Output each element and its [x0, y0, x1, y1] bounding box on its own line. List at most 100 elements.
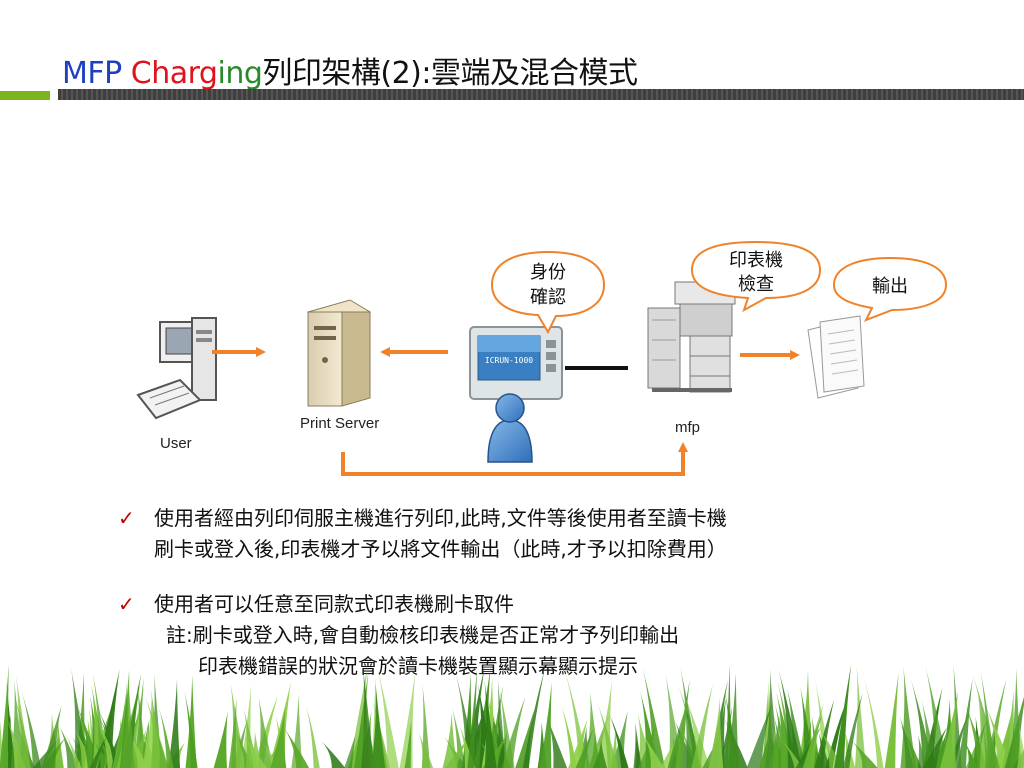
page-title: MFP Charging列印架構(2):雲端及混合模式 — [62, 56, 638, 92]
grass-blade — [540, 682, 552, 768]
grass-blade — [522, 670, 545, 768]
grass-blade — [159, 708, 174, 768]
grass-blade — [684, 695, 711, 768]
grass-blade — [768, 715, 780, 768]
grass-blade — [592, 740, 608, 768]
grass-blade — [452, 707, 466, 768]
grass-blade — [546, 716, 568, 768]
grass-blade — [724, 664, 731, 768]
bullet-item: ✓ 使用者可以任意至同款式印表機刷卡取件 — [118, 589, 918, 620]
grass-blade — [361, 666, 375, 768]
bullet2-line1: 使用者可以任意至同款式印表機刷卡取件 — [154, 592, 514, 616]
bubble-check-line1: 印表機 — [729, 250, 783, 271]
grass-blade — [778, 669, 803, 768]
grass-blade — [404, 721, 412, 768]
grass-blade — [854, 666, 866, 768]
title-accent-dark — [58, 89, 1024, 100]
grass-blade — [786, 687, 806, 768]
grass-blade — [242, 735, 268, 768]
grass-blade — [965, 742, 978, 768]
grass-blade — [675, 679, 690, 768]
title-ing: ing — [217, 56, 263, 91]
grass-blade — [484, 680, 497, 768]
grass-blade — [727, 673, 739, 768]
grass-blade — [168, 679, 181, 768]
bubble-check-line2: 檢查 — [738, 274, 774, 295]
bubble-output-text: 輸出 — [872, 276, 908, 297]
grass-blade — [478, 684, 496, 768]
grass-blade — [213, 711, 228, 768]
grass-blade — [371, 684, 386, 768]
title-chinese: 列印架構(2):雲端及混合模式 — [262, 56, 638, 91]
bullet2-note1: 註:刷卡或登入時,會自動檢核印表機是否正常才予列印輸出 — [166, 623, 680, 647]
grass-blade — [144, 694, 169, 768]
print-server-icon — [306, 299, 372, 407]
bullet-list: ✓ 使用者經由列印伺服主機進行列印,此時,文件等後使用者至讀卡機 刷卡或登入後,… — [118, 503, 918, 682]
grass-blade — [746, 703, 773, 768]
title-charg: Charg — [130, 56, 218, 91]
grass-blade — [637, 713, 654, 768]
grass-blade — [884, 672, 899, 768]
grass-blade — [467, 668, 478, 768]
check-icon: ✓ — [118, 506, 135, 530]
bubble-printer-check: 印表機 檢查 — [690, 240, 822, 313]
title-underline — [0, 88, 1024, 102]
grass-blade — [708, 696, 724, 768]
grass-blade — [818, 732, 830, 768]
grass-blade — [499, 689, 515, 768]
grass-blade — [97, 707, 121, 768]
bubble-identity-line1: 身份 — [530, 262, 566, 283]
grass-blade — [515, 709, 535, 768]
grass-blade — [814, 699, 835, 768]
grass-blade — [282, 726, 310, 768]
grass-blade — [418, 733, 434, 768]
user-label: User — [160, 435, 192, 452]
bullet-item: ✓ 使用者經由列印伺服主機進行列印,此時,文件等後使用者至讀卡機 刷卡或登入後,… — [118, 503, 918, 565]
grass-blade — [680, 668, 700, 768]
grass-blade — [41, 706, 62, 768]
grass-blade — [1017, 725, 1024, 768]
bullet1-line2: 刷卡或登入後,印表機才予以將文件輸出（此時,才予以扣除費用） — [154, 537, 727, 561]
grass-blade — [399, 673, 416, 768]
grass-decoration — [0, 664, 1024, 768]
bubble-identity-line2: 確認 — [530, 287, 566, 308]
grass-blade — [803, 703, 824, 768]
arrow-server-to-mfp — [341, 442, 688, 476]
grass-blade — [121, 669, 135, 768]
grass-blade — [925, 666, 949, 768]
grass-blade — [89, 737, 107, 768]
grass-blade — [228, 697, 237, 768]
grass-blade — [953, 665, 962, 768]
grass-blade — [610, 727, 618, 768]
grass-blade — [320, 740, 346, 768]
grass-blade — [667, 702, 688, 768]
title-mfp: MFP — [62, 56, 131, 91]
user-computer-icon — [136, 317, 217, 420]
bubble-output: 輸出 — [832, 256, 948, 322]
grass-blade — [779, 738, 803, 768]
grass-blade — [1009, 668, 1022, 768]
bubble-identity: 身份 確認 — [490, 250, 606, 335]
grass-blade — [633, 722, 642, 768]
grass-blade — [65, 734, 82, 768]
grass-blade — [377, 668, 399, 768]
grass-blade — [759, 729, 771, 768]
check-icon: ✓ — [118, 592, 135, 616]
mfp-printer-icon — [647, 281, 736, 393]
grass-blade — [972, 674, 1000, 768]
title-accent-green — [0, 91, 50, 100]
card-reader-icon: ICRUN-1000 — [469, 326, 563, 400]
grass-blade — [253, 695, 278, 768]
grass-blade — [258, 696, 274, 768]
grass-blade — [863, 678, 884, 768]
grass-blade — [442, 712, 458, 768]
grass-blade — [136, 682, 147, 768]
grass-blade — [91, 684, 109, 768]
grass-blade — [922, 727, 947, 768]
bullet2-note2: 印表機錯誤的狀況會於讀卡機裝置顯示幕顯示提示 — [198, 654, 638, 678]
grass-blade — [900, 667, 916, 768]
bullet1-line1: 使用者經由列印伺服主機進行列印,此時,文件等後使用者至讀卡機 — [154, 506, 727, 530]
grass-blade — [642, 734, 664, 768]
grass-blade — [851, 740, 878, 768]
